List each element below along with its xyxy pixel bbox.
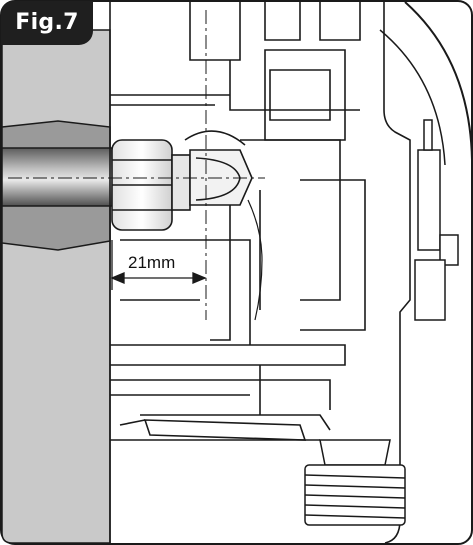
side-connector	[414, 119, 459, 321]
dimension-label: 21mm	[126, 253, 178, 273]
wall-panel	[1, 29, 111, 544]
supply-pipe	[1, 147, 123, 207]
center-lines	[8, 10, 265, 320]
figure-label: Fig.7	[1, 1, 93, 45]
housing-inner-curve	[379, 29, 446, 166]
dimension-21mm	[110, 240, 207, 290]
appliance-body	[109, 2, 411, 544]
outlet-thread	[304, 439, 406, 526]
housing-curve	[404, 1, 473, 161]
cable-wire	[247, 199, 263, 321]
